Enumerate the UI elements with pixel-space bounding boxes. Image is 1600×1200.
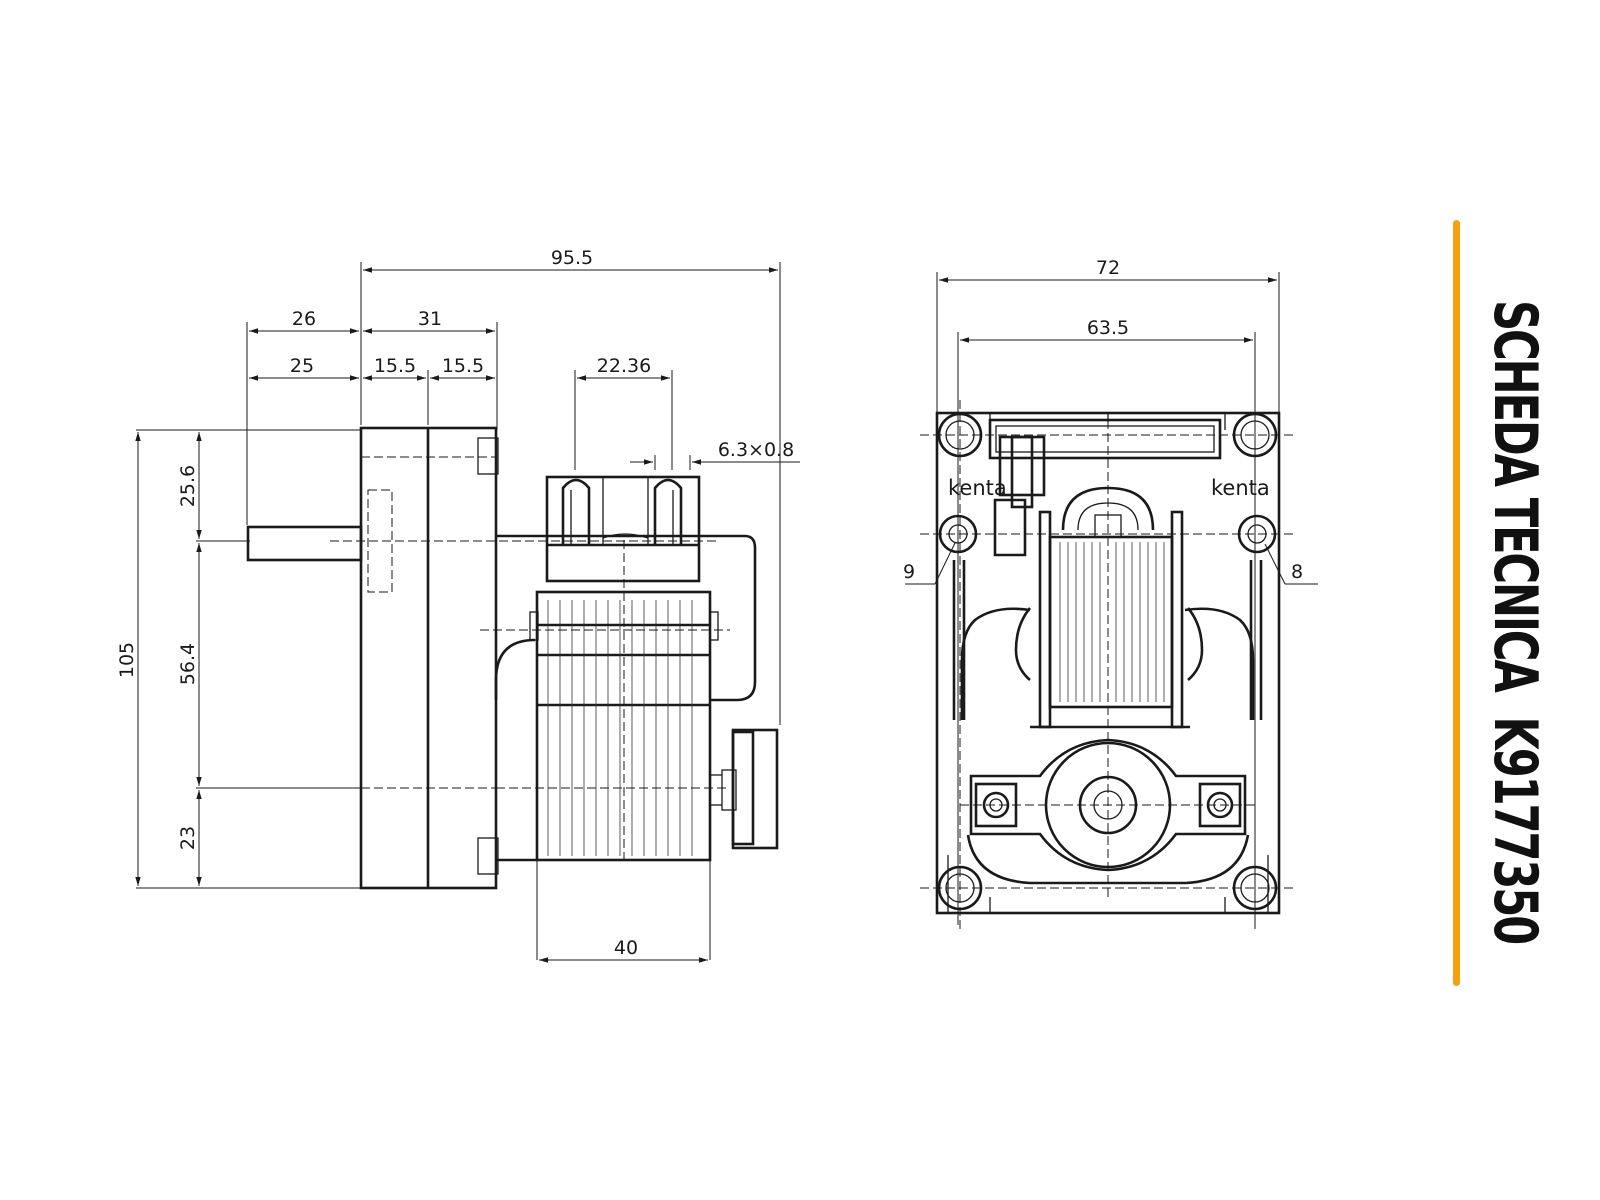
front-frame [920,400,1296,930]
motor-lamination-lines [547,600,693,856]
motor-body [480,534,757,862]
dim-overall-length: 95.5 [551,247,593,269]
dim-gearbox-half-a: 15.5 [374,355,416,377]
side-view: 95.5 26 31 25 15.5 15.5 22.36 6.3×0.8 40… [116,247,800,963]
sheet-title-text: SCHEDA TECNICA K9177350 [1480,300,1550,943]
rotor-bracket [960,738,1256,872]
dim-shaft-to-axis: 56.4 [177,643,199,685]
vertical-dimensions [135,432,202,886]
dim-shaft-section: 26 [292,308,316,330]
horizontal-dimensions [249,267,800,963]
dim-gearbox-half-b: 15.5 [442,355,484,377]
dim-right-hole-dia: 8 [1291,561,1303,583]
dim-terminal-spacing: 22.36 [597,355,651,377]
dim-shaft-length: 25 [290,355,314,377]
dim-total-height: 105 [116,642,138,678]
mounting-holes [937,412,1278,911]
dim-left-hole-dia: 9 [903,561,915,583]
stator [960,607,1255,885]
front-dimensions: 72 63.5 9 8 [903,257,1318,585]
dim-motor-width: 40 [614,937,638,959]
output-shaft [246,525,720,562]
side-connector [710,728,779,850]
extension-lines [136,262,781,960]
sheet-title: SCHEDA TECNICA K9177350 [1475,300,1555,943]
brand-label-left: kenta [948,476,1007,500]
coil [1030,486,1190,729]
front-view: 72 63.5 9 8 [903,257,1318,930]
gearbox-body [359,426,499,890]
dim-terminal-size: 6.3×0.8 [718,439,794,461]
coil-winding-lines [1059,542,1165,702]
terminal-block [545,475,701,583]
dim-overall-width: 72 [1096,257,1120,279]
title-accent-bar [1453,220,1460,986]
dim-bottom-offset: 23 [177,826,199,850]
dim-shaft-to-top: 25.6 [177,465,199,507]
brand-label-right: kenta [1211,476,1270,500]
title-container: SCHEDA TECNICA K9177350 [1475,300,1555,943]
dim-hole-spacing: 63.5 [1087,317,1129,339]
side-dimension-texts: 95.5 26 31 25 15.5 15.5 22.36 6.3×0.8 40… [116,247,794,959]
dim-gearbox-width: 31 [418,308,442,330]
top-bracket [988,418,1222,557]
